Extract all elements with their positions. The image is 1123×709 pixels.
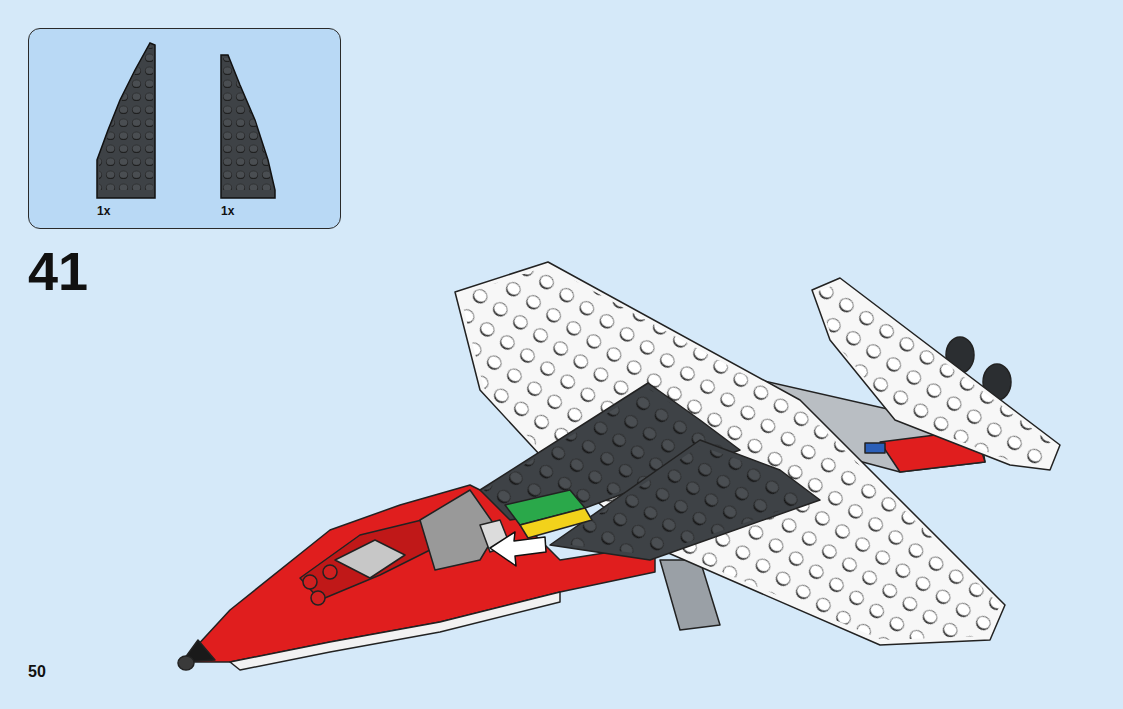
step-number: 41	[28, 244, 88, 298]
parts-panel	[29, 29, 341, 229]
jet-plane	[178, 262, 1060, 670]
wedge-plate-right	[221, 55, 275, 198]
wedge-plate-left	[97, 43, 155, 198]
quantity-label: 1x	[221, 204, 234, 218]
parts-callout-box: 1x 1x	[28, 28, 341, 229]
quantity-label: 1x	[97, 204, 110, 218]
page-number: 50	[28, 664, 46, 680]
